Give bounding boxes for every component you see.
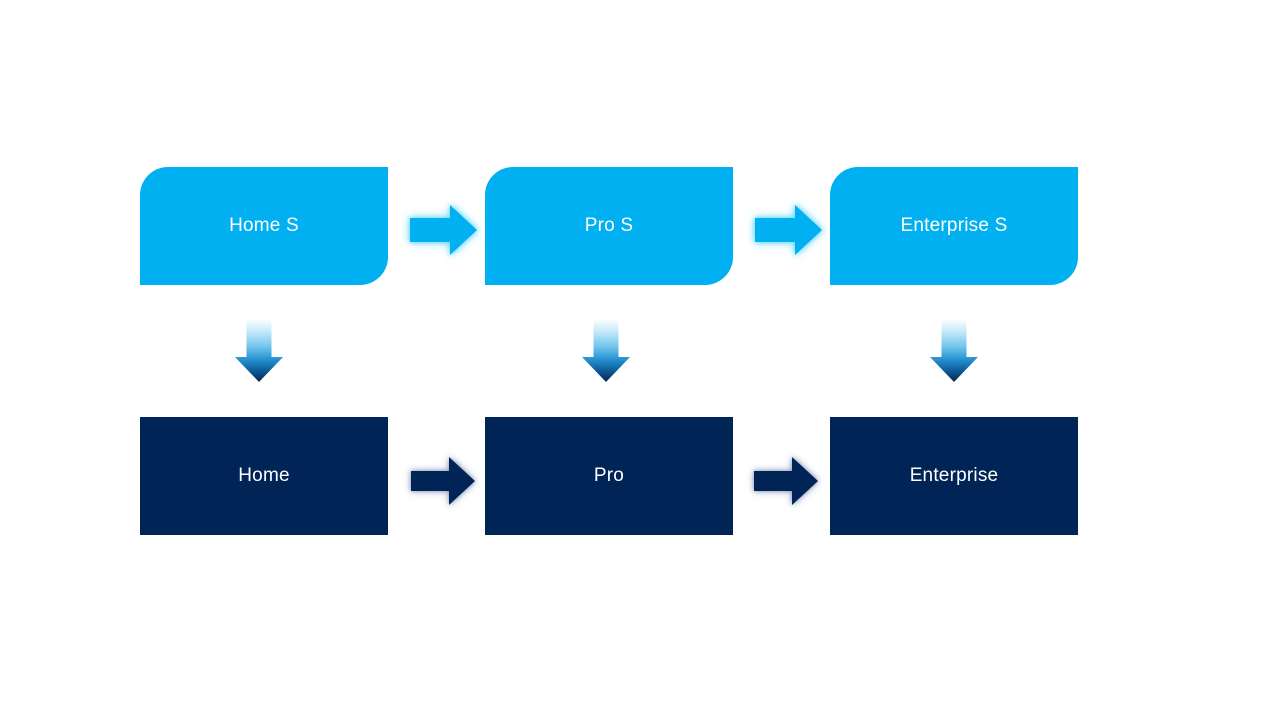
top-box-enterprise-s: Enterprise S xyxy=(830,167,1078,285)
bottom-box-enterprise: Enterprise xyxy=(830,417,1078,535)
down-arrow-icon xyxy=(582,319,630,382)
bottom-box-enterprise-label: Enterprise xyxy=(909,465,999,486)
right-arrow-icon xyxy=(754,457,818,505)
top-box-home-s: Home S xyxy=(140,167,388,285)
bottom-box-pro-label: Pro xyxy=(593,465,625,486)
right-arrow-icon xyxy=(755,205,822,255)
bottom-box-home: Home xyxy=(140,417,388,535)
top-box-pro-s-label: Pro S xyxy=(584,215,634,236)
top-box-home-s-label: Home S xyxy=(229,215,299,236)
down-arrow-icon xyxy=(930,319,978,382)
bottom-box-pro: Pro xyxy=(485,417,733,535)
bottom-box-home-label: Home xyxy=(238,465,290,486)
top-box-pro-s: Pro S xyxy=(485,167,733,285)
down-arrow-icon xyxy=(235,319,283,382)
right-arrow-icon xyxy=(410,205,477,255)
right-arrow-icon xyxy=(411,457,475,505)
top-box-enterprise-s-label: Enterprise S xyxy=(900,215,1008,236)
